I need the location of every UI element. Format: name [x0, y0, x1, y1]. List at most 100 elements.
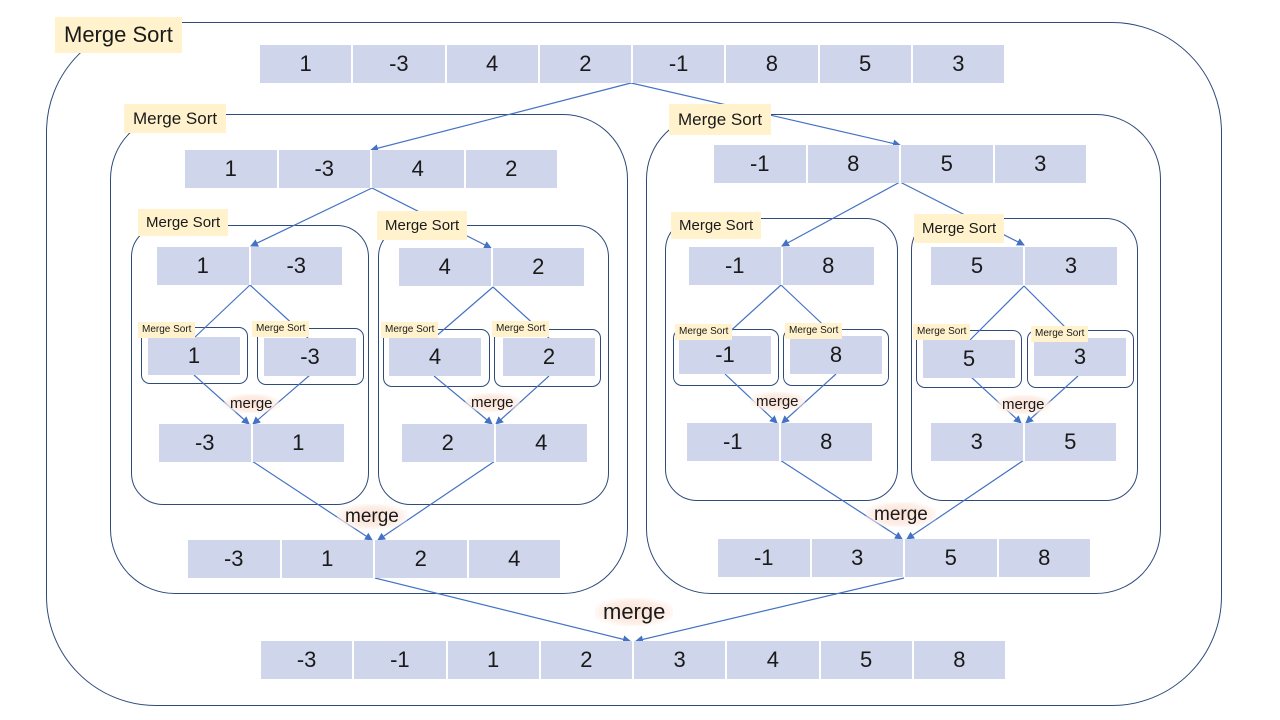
merge-label-rr: merge: [996, 395, 1051, 414]
array-cell: 4: [468, 540, 560, 578]
merge-sort-label-outer: Merge Sort: [55, 17, 182, 53]
array-cell: 4: [727, 641, 821, 679]
line-ll-1: [193, 284, 251, 339]
array-cell: 2: [540, 641, 634, 679]
array-cell: -3: [250, 247, 342, 285]
line-rr-1: [969, 285, 1025, 341]
array-cell: -3: [261, 641, 355, 679]
array-cell: 3: [994, 145, 1086, 183]
array-cell: 5: [1024, 423, 1116, 461]
array-cell: 3: [634, 641, 728, 679]
left-merged-array: -3 1 2 4: [188, 540, 560, 578]
left-half-array: 1 -3 4 2: [185, 150, 557, 188]
merge-sort-label-single-3: Merge Sort: [381, 322, 439, 338]
arrow-merge-lr-b: [495, 375, 550, 425]
array-cell: 1: [185, 150, 279, 188]
array-cell: -1: [354, 641, 448, 679]
final-sorted-array: -3 -1 1 2 3 4 5 8: [261, 641, 1005, 679]
ll-pair-array: 1 -3: [157, 247, 342, 285]
array-cell: 3: [912, 45, 1004, 83]
merge-label-left: merge: [337, 504, 407, 529]
array-cell: -1: [679, 336, 771, 374]
merge-sort-label-single-6: Merge Sort: [785, 323, 843, 339]
lr-merge-sort-box: [378, 225, 609, 505]
rl-pair-array: -1 8: [689, 247, 874, 285]
array-cell: -1: [633, 45, 727, 83]
single-array-7: 5: [923, 340, 1015, 378]
array-cell: 8: [913, 641, 1005, 679]
merge-sort-label-single-2: Merge Sort: [252, 321, 310, 337]
arrow-merge-ll-a: [193, 374, 250, 425]
array-cell: 8: [998, 539, 1090, 577]
rr-merged-array: 3 5: [931, 423, 1116, 461]
array-cell: 5: [931, 247, 1025, 285]
ll-merge-sort-box: [131, 225, 369, 505]
merge-label-lr: merge: [465, 393, 520, 412]
merge-sort-label-single-4: Merge Sort: [492, 321, 550, 337]
array-cell: 2: [492, 248, 584, 286]
rl-merge-sort-box: [665, 218, 898, 501]
root-array: 1 -3 4 2 -1 8 5 3: [260, 45, 1004, 83]
lr-pair-array: 4 2: [399, 248, 584, 286]
array-cell: -3: [264, 338, 356, 376]
single-array-8: 3: [1034, 338, 1126, 376]
array-cell: -3: [353, 45, 447, 83]
arrow-merge-ll-b: [252, 374, 311, 425]
line-lr-1: [433, 286, 494, 339]
array-cell: -3: [159, 424, 253, 462]
arrow-root-left: [370, 82, 632, 153]
merge-label-final: merge: [595, 598, 674, 626]
merge-sort-label-right: Merge Sort: [669, 104, 772, 135]
array-cell: 2: [375, 540, 469, 578]
merge-sort-label-single-8: Merge Sort: [1031, 326, 1089, 342]
array-cell: 4: [372, 150, 466, 188]
arrow-left-ll: [250, 187, 373, 247]
arrow-merge-lr-a: [433, 375, 493, 425]
right-merge-sort-box: [646, 114, 1161, 594]
array-cell: 2: [402, 424, 496, 462]
merge-label-right: merge: [866, 502, 936, 527]
array-cell: 8: [790, 336, 882, 374]
array-cell: 1: [447, 641, 541, 679]
array-cell: -3: [278, 150, 372, 188]
merge-sort-label-left: Merge Sort: [124, 104, 227, 133]
array-cell: 5: [820, 641, 914, 679]
array-cell: 5: [819, 45, 913, 83]
rr-merge-sort-box: [911, 218, 1138, 501]
array-cell: 4: [389, 338, 481, 376]
array-cell: 3: [931, 423, 1025, 461]
arrow-merge-right-a: [779, 459, 903, 540]
rr-pair-array: 5 3: [931, 247, 1117, 285]
array-cell: -1: [718, 539, 812, 577]
single-array-6: 8: [790, 336, 882, 374]
arrow-merge-right-b: [906, 459, 1025, 540]
rl-merged-array: -1 8: [687, 423, 872, 461]
arrow-merge-rr-b: [1025, 375, 1079, 424]
arrow-merge-final-b: [635, 577, 905, 644]
single-array-3: 4: [389, 338, 481, 376]
array-cell: 8: [782, 247, 874, 285]
array-cell: 3: [1034, 338, 1126, 376]
array-cell: 8: [807, 145, 901, 183]
merge-sort-label-single-1: Merge Sort: [138, 322, 196, 338]
array-cell: 2: [539, 45, 633, 83]
array-cell: -3: [188, 540, 282, 578]
array-cell: 4: [446, 45, 540, 83]
arrow-right-rl: [781, 181, 901, 247]
array-cell: 4: [495, 424, 587, 462]
arrow-merge-rl-b: [781, 373, 837, 424]
merge-sort-label-rr: Merge Sort: [914, 214, 1005, 243]
single-array-1: 1: [148, 337, 240, 375]
merge-label-rl: merge: [750, 392, 805, 411]
array-cell: 5: [901, 145, 995, 183]
array-cell: 4: [399, 248, 493, 286]
merge-sort-label-lr: Merge Sort: [377, 211, 468, 240]
array-cell: 1: [252, 424, 344, 462]
single-array-4: 2: [503, 338, 595, 376]
array-cell: 8: [780, 423, 872, 461]
array-cell: 8: [726, 45, 820, 83]
array-cell: 1: [157, 247, 251, 285]
left-merge-sort-box: [110, 114, 628, 594]
merge-sort-label-rl: Merge Sort: [671, 212, 762, 239]
array-cell: 2: [503, 338, 595, 376]
